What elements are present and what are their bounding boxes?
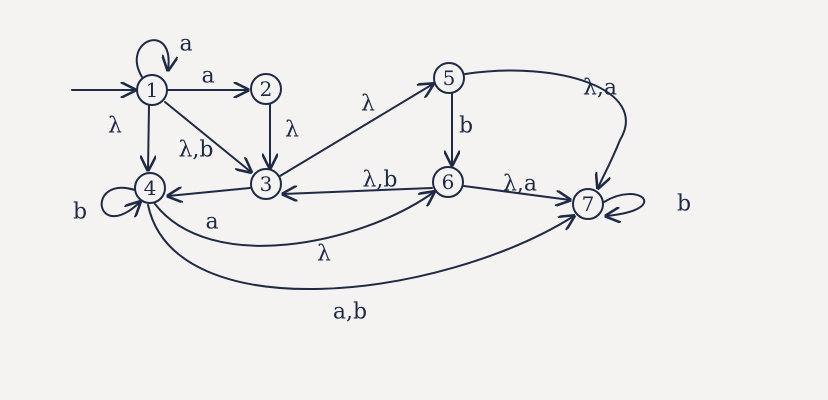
transition-7-to-7 bbox=[603, 193, 646, 216]
state-4: 4 bbox=[134, 172, 166, 204]
transition-label-4-to-6: λ bbox=[317, 242, 331, 267]
state-6-circle bbox=[432, 166, 464, 198]
transition-label-4-to-7: a,b bbox=[333, 300, 367, 325]
transition-label-6-to-3: λ,b bbox=[362, 168, 397, 193]
transition-label-7-to-7: b bbox=[677, 192, 691, 217]
state-2-circle bbox=[250, 73, 282, 105]
transition-label-5-to-6: b bbox=[459, 114, 473, 139]
transition-label-1-to-1: a bbox=[179, 32, 192, 57]
state-3-label: 3 bbox=[260, 172, 273, 196]
transition-5-to-7 bbox=[464, 69, 627, 188]
state-2: 2 bbox=[250, 73, 282, 105]
states-layer: 1 2 3 4 5 6 7 bbox=[134, 62, 604, 220]
transition-6-to-7 bbox=[463, 185, 570, 200]
state-7-circle bbox=[572, 188, 604, 220]
transition-label-3-to-5: λ bbox=[361, 92, 375, 117]
transition-3-to-5 bbox=[279, 84, 433, 177]
transition-label-1-to-2: a bbox=[201, 64, 214, 89]
transition-label-1-to-3: λ,b bbox=[178, 138, 213, 163]
state-6-label: 6 bbox=[442, 170, 455, 194]
transition-4-to-4 bbox=[100, 187, 140, 216]
state-5: 5 bbox=[433, 62, 465, 94]
state-3-circle bbox=[250, 168, 282, 200]
transition-label-4-to-4: b bbox=[73, 200, 87, 225]
state-2-label: 2 bbox=[260, 77, 273, 101]
transition-1-to-4 bbox=[148, 105, 149, 170]
transitions-layer bbox=[71, 39, 646, 290]
transition-6-to-3 bbox=[283, 188, 433, 194]
state-1: 1 bbox=[136, 74, 168, 106]
state-1-circle bbox=[136, 74, 168, 106]
state-4-circle bbox=[134, 172, 166, 204]
transition-1-to-1 bbox=[135, 39, 169, 78]
transition-4-to-6 bbox=[154, 192, 434, 247]
transition-label-6-to-7: λ,a bbox=[503, 172, 537, 197]
transition-label-2-to-3: λ bbox=[285, 118, 299, 143]
state-7: 7 bbox=[572, 188, 604, 220]
transition-label-5-to-7: λ,a bbox=[583, 76, 617, 101]
transition-label-1-to-4: λ bbox=[108, 114, 122, 139]
state-5-circle bbox=[433, 62, 465, 94]
transition-4-to-7 bbox=[147, 204, 574, 290]
state-1-label: 1 bbox=[146, 78, 159, 102]
state-6: 6 bbox=[432, 166, 464, 198]
state-3: 3 bbox=[250, 168, 282, 200]
state-4-label: 4 bbox=[144, 176, 157, 200]
state-5-label: 5 bbox=[443, 66, 456, 90]
transition-3-to-4 bbox=[168, 188, 251, 196]
transition-1-to-3 bbox=[164, 101, 251, 172]
state-7-label: 7 bbox=[582, 192, 595, 216]
transition-label-3-to-4: a bbox=[205, 210, 218, 235]
